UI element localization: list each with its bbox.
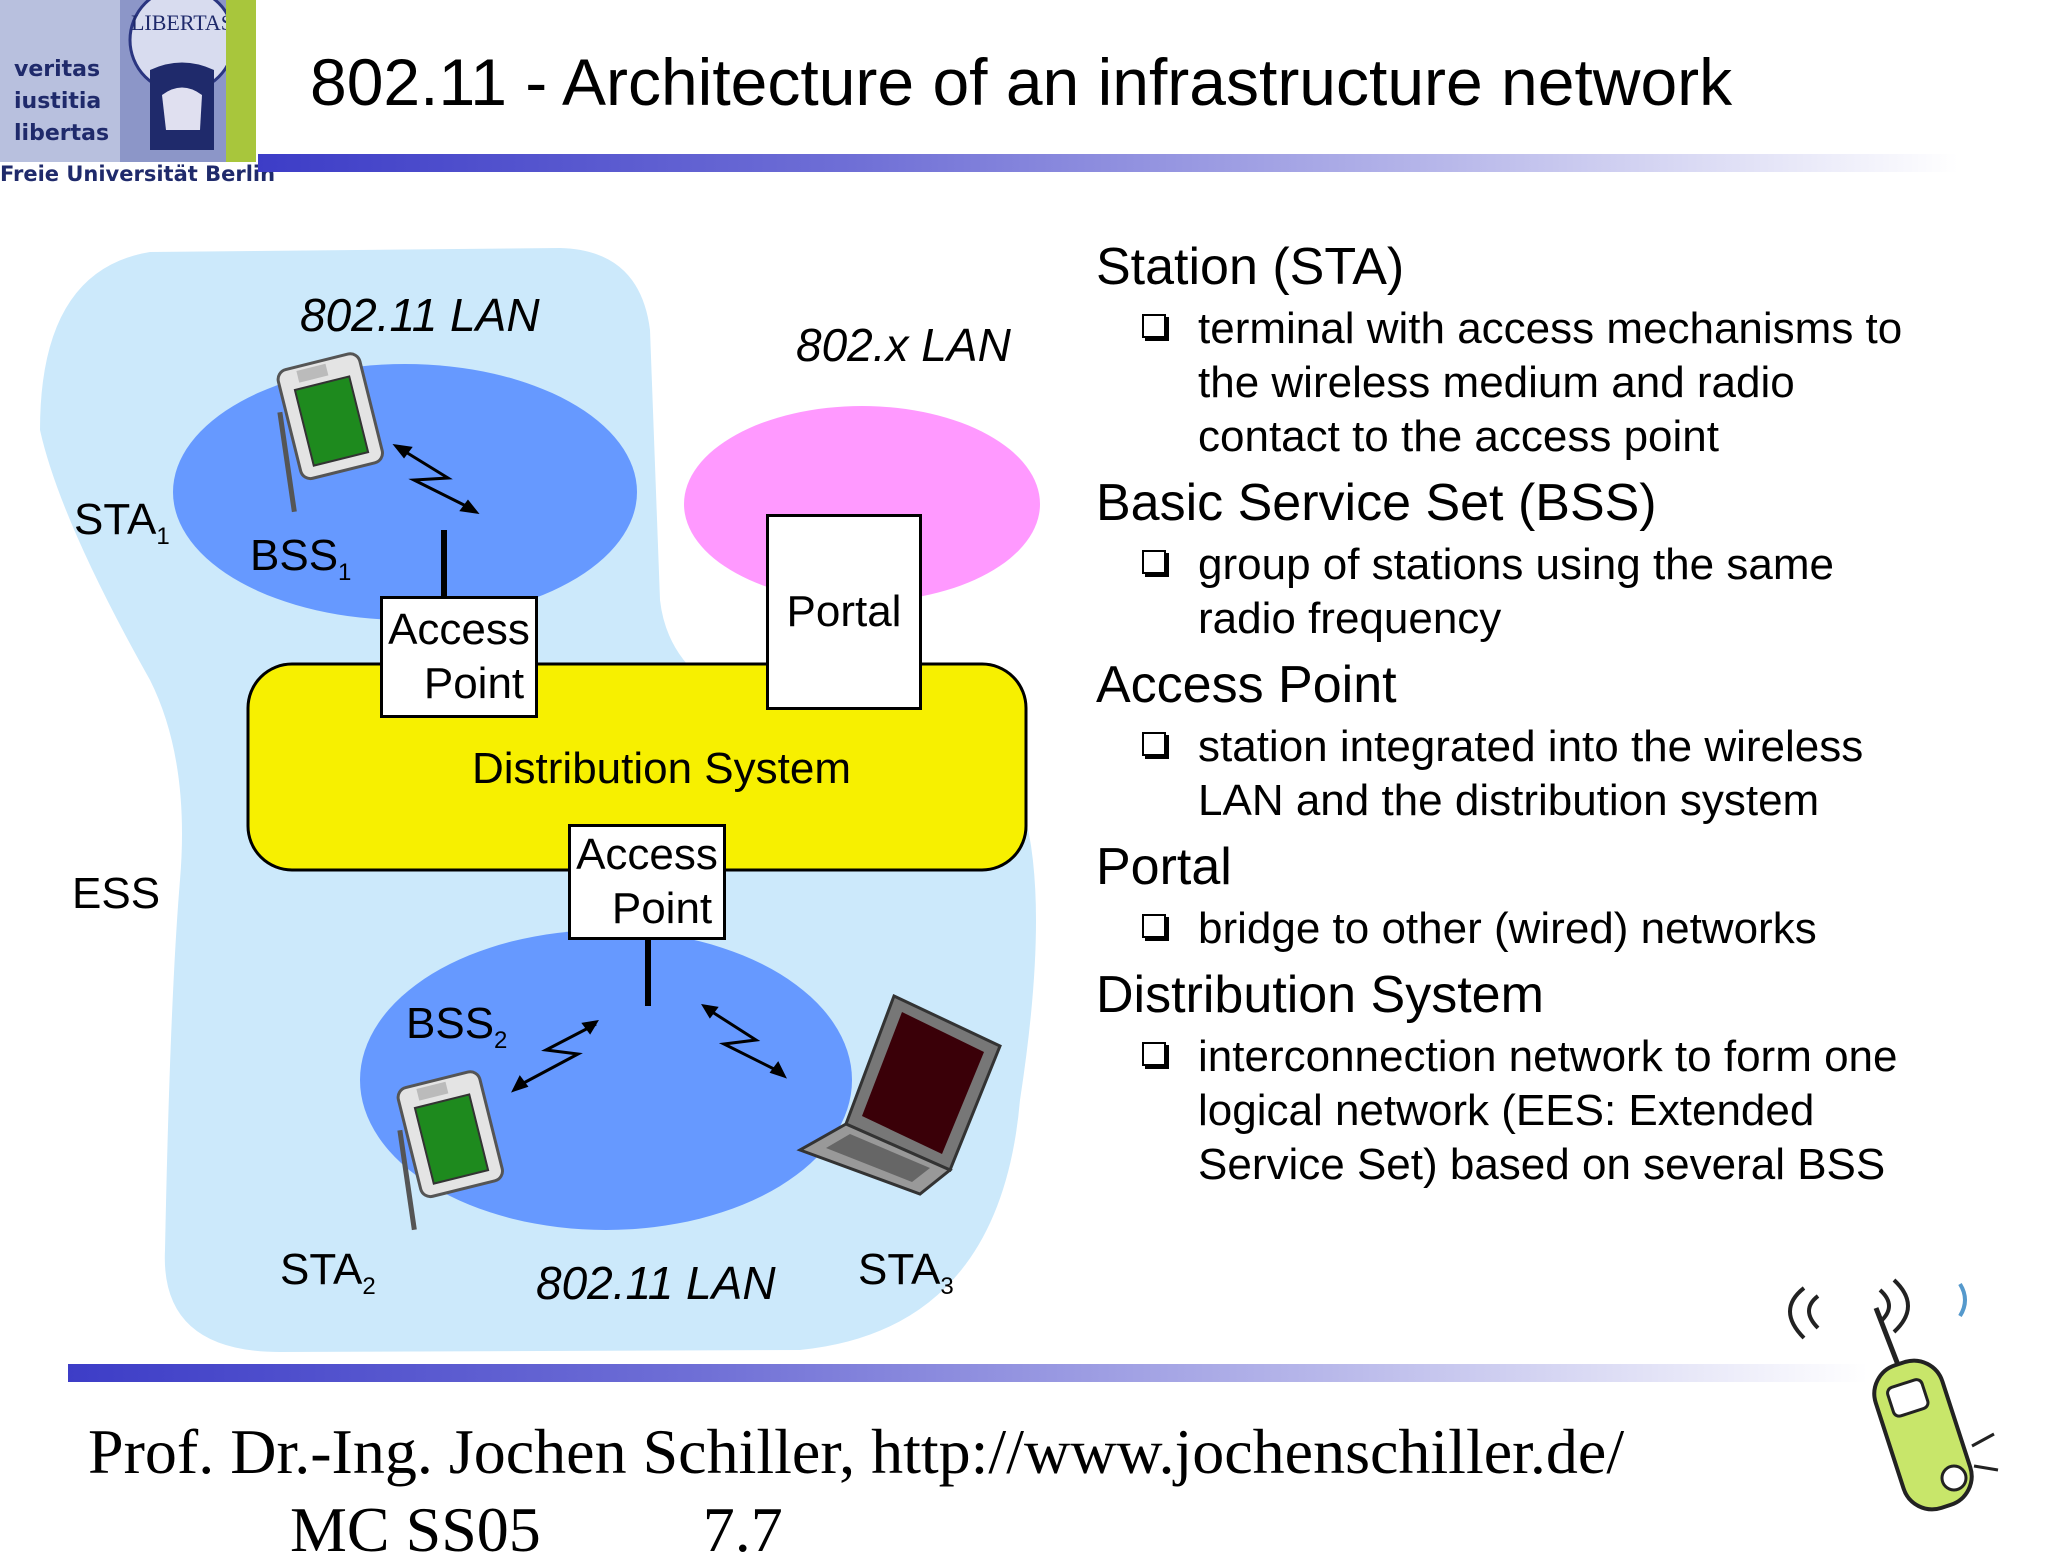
distribution-system-label: Distribution System [472,744,852,793]
sta3-subscript: 3 [940,1273,954,1300]
footer-divider [68,1364,1868,1382]
definition-text: interconnection network to form one logi… [1198,1032,1898,1189]
sta1-subscript: 1 [156,523,170,550]
definition-text: group of stations using the same radio f… [1198,540,1834,643]
checkbox-bullet-icon [1142,720,1182,828]
footer-course: MC SS05 [290,1494,541,1565]
mobile-phone-icon [1788,1278,1999,1512]
definition-item: bridge to other (wired) networks [1096,902,1996,956]
motto-line: veritas [14,57,101,82]
university-name: Freie Universität Berlin [0,162,276,186]
definition-item: interconnection network to form one logi… [1096,1030,1996,1192]
checkbox-bullet-icon [1142,302,1182,464]
definition-text: bridge to other (wired) networks [1198,904,1817,953]
bss2-text: BSS [406,999,495,1048]
term-bss: Basic Service Set (BSS) [1096,474,1657,532]
radio-link-icon [701,1003,787,1079]
sta2-text: STA [280,1245,363,1294]
term-distribution-system: Distribution System [1096,966,1544,1024]
sta3-label: STA3 [858,1248,954,1299]
definition-text: station integrated into the wireless LAN… [1198,722,1864,825]
bss1-text: BSS [250,531,339,580]
seal-icon: LIBERTAS [120,0,230,162]
laptop-icon [796,993,1002,1196]
pda-device-icon [276,352,384,513]
ap-top-line1: Access [388,605,530,654]
term-access-point: Access Point [1096,656,1397,714]
checkbox-bullet-icon [1142,1030,1182,1192]
bss2-label: BSS2 [406,1002,507,1053]
lan-x-label: 802.x LAN [796,319,1011,371]
access-point-top: Access Point [380,596,538,718]
sta2-subscript: 2 [362,1273,376,1300]
radio-link-icon [392,443,480,515]
term-station: Station (STA) [1096,238,1405,296]
portal-label: Portal [786,587,902,636]
bss1-label: BSS1 [250,534,351,585]
access-point-bottom: Access Point [568,824,726,940]
definition-item: station integrated into the wireless LAN… [1096,720,1996,828]
radio-link-icon [511,1019,599,1093]
pda-device-icon [396,1070,504,1231]
university-logo: LIBERTAS [0,0,256,162]
lan-bottom-label: 802.11 LAN [536,1257,776,1309]
header-divider [258,154,1958,172]
portal-box: Portal [766,514,922,710]
definition-text: terminal with access mechanisms to the w… [1198,304,1903,461]
seal-text: LIBERTAS [131,10,230,35]
term-portal: Portal [1096,838,1232,896]
footer-course-line: MC SS05 7.7 [290,1498,783,1562]
logo-motto: veritas iustitia libertas [14,54,109,150]
bss2-subscript: 2 [494,1027,508,1054]
footer-author: Prof. Dr.-Ing. Jochen Schiller, http://w… [88,1416,1625,1487]
ap-bottom-line1: Access [576,830,718,879]
bss1-ellipse [173,364,637,620]
sta3-text: STA [858,1245,941,1294]
lan-top-label: 802.11 LAN [300,289,540,341]
ess-label: ESS [72,869,161,918]
footer-page: 7.7 [702,1494,783,1565]
ap-top-line2: Point [423,659,525,708]
sta1-label: STA1 [74,498,170,549]
ap-bottom-line2: Point [611,884,713,933]
sta2-label: STA2 [280,1248,376,1299]
definition-item: terminal with access mechanisms to the w… [1096,302,1996,464]
motto-line: libertas [14,121,110,146]
sta1-text: STA [74,495,157,544]
logo-accent-bar [226,0,256,162]
motto-line: iustitia [14,89,102,114]
definition-item: group of stations using the same radio f… [1096,538,1996,646]
checkbox-bullet-icon [1142,538,1182,646]
checkbox-bullet-icon [1142,902,1182,956]
definition-list: Station (STA) terminal with access mecha… [1096,238,1996,1202]
slide-title: 802.11 - Architecture of an infrastructu… [310,45,1733,119]
bss1-subscript: 1 [338,559,352,586]
